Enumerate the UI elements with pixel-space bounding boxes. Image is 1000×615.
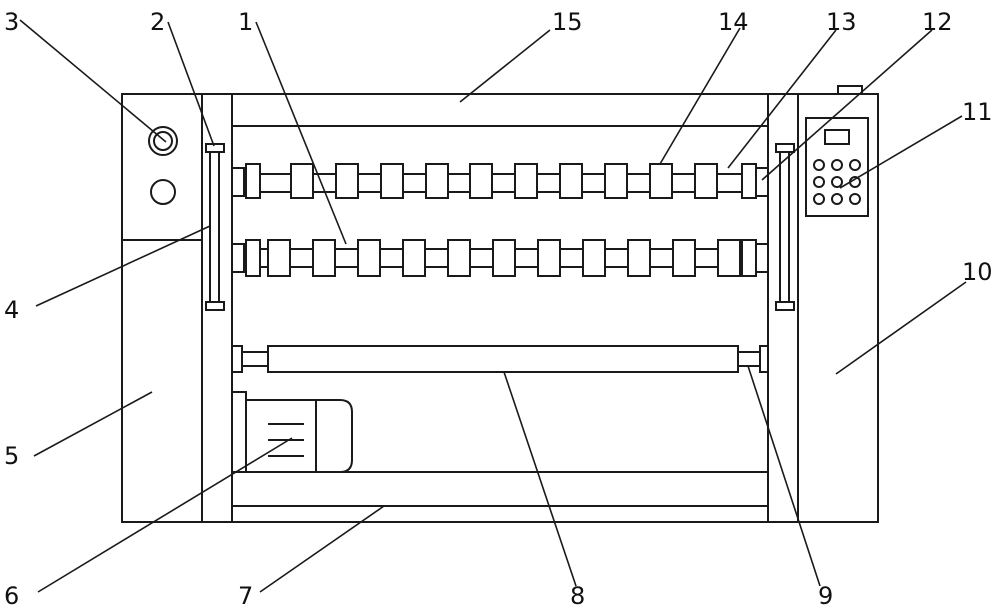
- winding-roller: [231, 345, 769, 373]
- label-14: 14: [718, 8, 749, 36]
- label-5: 5: [4, 442, 19, 470]
- label-15: 15: [552, 8, 583, 36]
- label-7: 7: [238, 582, 253, 610]
- secondary-knob: [150, 179, 176, 205]
- label-8: 8: [570, 582, 585, 610]
- label-11: 11: [962, 98, 993, 126]
- label-6: 6: [4, 582, 19, 610]
- label-1: 1: [238, 8, 253, 36]
- left-cabinet: [121, 93, 203, 523]
- right-guide-rail: [775, 143, 795, 311]
- label-2: 2: [150, 8, 165, 36]
- motor: [231, 391, 353, 473]
- upper-knife-roller: [231, 163, 769, 199]
- label-4: 4: [4, 296, 19, 324]
- right-cabinet: [797, 85, 879, 523]
- label-12: 12: [922, 8, 953, 36]
- bottom-beam: [202, 471, 798, 523]
- label-10: 10: [962, 258, 993, 286]
- part-labels: 3 2 1 15 14 13 12 11 10 4 5 6 7 8 9: [4, 8, 993, 610]
- label-9: 9: [818, 582, 833, 610]
- leader-lines: [19, 19, 967, 593]
- label-13: 13: [826, 8, 857, 36]
- top-beam: [202, 93, 798, 127]
- left-guide-rail: [205, 143, 225, 311]
- control-panel: [805, 117, 869, 217]
- lower-knife-roller: [231, 239, 769, 277]
- control-knob: [148, 126, 178, 156]
- label-3: 3: [4, 8, 19, 36]
